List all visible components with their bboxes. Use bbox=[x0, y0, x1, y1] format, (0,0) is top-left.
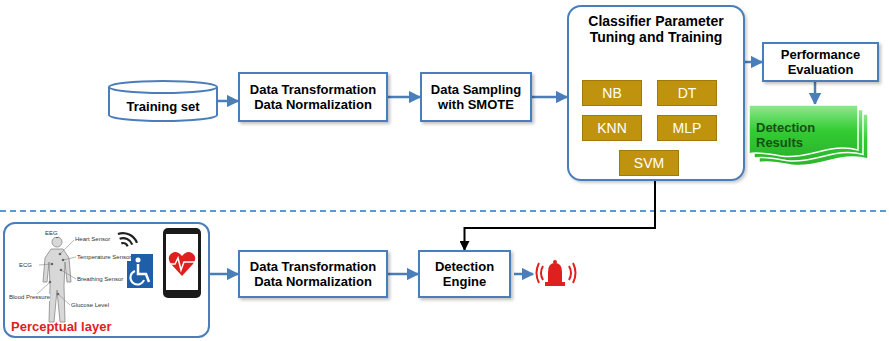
sensor-label: Blood Pressure bbox=[9, 294, 50, 301]
process-box: Data Sampling with SMOTE bbox=[420, 72, 532, 122]
process-box: Data Transformation Data Normalization bbox=[238, 72, 388, 122]
node-text: Data Transformation Data Normalization bbox=[244, 259, 382, 289]
connector-arrow bbox=[745, 61, 762, 64]
sensor-label: Breathing Sensor bbox=[77, 276, 123, 283]
process-box: Performance Evaluation bbox=[762, 42, 879, 82]
sensor-label: Glucose Level bbox=[71, 302, 109, 309]
node-text: DT bbox=[678, 85, 697, 101]
separator-line bbox=[0, 210, 889, 212]
sensor-label: Heart Sensor bbox=[75, 236, 110, 243]
node-text: KNN bbox=[597, 120, 627, 136]
alarm-arrow bbox=[514, 273, 533, 276]
node-text: NB bbox=[602, 85, 621, 101]
classifier-chip: MLP bbox=[657, 115, 717, 141]
connector-arrow bbox=[465, 181, 656, 250]
node-text: Classifier Parameter Tuning and Training bbox=[575, 13, 737, 45]
node-text: Detection Engine bbox=[424, 259, 505, 289]
alarm-icon bbox=[537, 260, 576, 286]
sensor-label: ECG bbox=[19, 262, 32, 269]
node-text: Performance Evaluation bbox=[768, 47, 873, 77]
connector-arrow bbox=[388, 96, 420, 99]
connector-arrow bbox=[532, 96, 567, 99]
node-text: SVM bbox=[634, 155, 664, 171]
connector-arrow bbox=[388, 273, 418, 276]
connector-arrow bbox=[210, 273, 238, 276]
node-text: Data Sampling with SMOTE bbox=[426, 82, 526, 112]
phone-icon bbox=[163, 228, 201, 298]
node-text: Data Transformation Data Normalization bbox=[244, 82, 382, 112]
classifier-chip: KNN bbox=[582, 115, 642, 141]
node-text: Detection Results bbox=[756, 120, 856, 150]
process-box: Detection Engine bbox=[418, 250, 511, 298]
connector-arrow bbox=[218, 100, 238, 103]
sensor-label: Temperature Sensor bbox=[77, 254, 131, 261]
group-box: Classifier Parameter Tuning and Training… bbox=[567, 5, 745, 181]
node-text: Perceptual layer bbox=[11, 319, 111, 334]
sensor-label: EEG bbox=[45, 230, 58, 237]
body-figure bbox=[35, 234, 76, 322]
classifier-chip: SVM bbox=[619, 150, 679, 176]
wifi-icon bbox=[118, 230, 139, 246]
database-cylinder: Training set bbox=[108, 80, 218, 122]
document-shape: Detection Results bbox=[748, 104, 868, 168]
connector-arrow bbox=[814, 82, 817, 104]
node-text: Training set bbox=[127, 99, 200, 114]
classifier-chip: NB bbox=[582, 80, 642, 106]
perceptual-panel: Perceptual layer EEG Heart SensorTemperatu… bbox=[3, 222, 210, 338]
classifier-chip: DT bbox=[657, 80, 717, 106]
process-box: Data Transformation Data Normalization bbox=[238, 250, 388, 298]
node-text: MLP bbox=[673, 120, 702, 136]
